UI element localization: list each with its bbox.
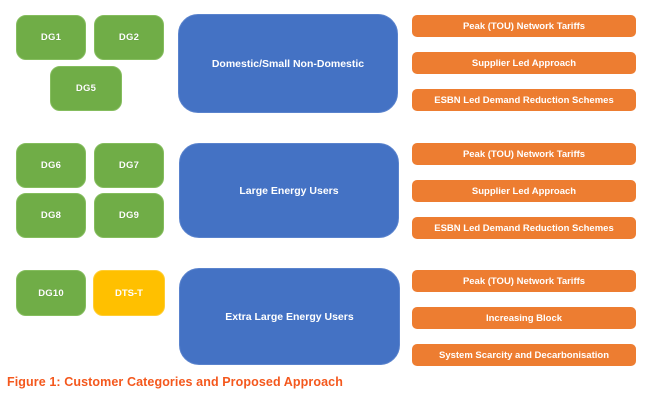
approach-bar-supplier-led-approach: Supplier Led Approach	[412, 52, 636, 74]
dg-box-dg1: DG1	[16, 15, 86, 60]
dg-box-dg9: DG9	[94, 193, 164, 238]
approach-bar-increasing-block: Increasing Block	[412, 307, 636, 329]
dg-box-dg7: DG7	[94, 143, 164, 188]
figure-caption: Figure 1: Customer Categories and Propos…	[7, 375, 343, 389]
dg-box-dg10: DG10	[16, 270, 86, 316]
approach-bar-supplier-led-approach: Supplier Led Approach	[412, 180, 636, 202]
approach-bar-esbn-led-demand-reduction-schemes: ESBN Led Demand Reduction Schemes	[412, 89, 636, 111]
dg-box-dg8: DG8	[16, 193, 86, 238]
dg-box-dg5: DG5	[50, 66, 122, 111]
category-box-extra-large-energy-users: Extra Large Energy Users	[179, 268, 400, 365]
category-box-domestic-small-non-domestic: Domestic/Small Non-Domestic	[178, 14, 398, 113]
approach-bar-peak-tou-network-tariffs: Peak (TOU) Network Tariffs	[412, 143, 636, 165]
approach-bar-peak-tou-network-tariffs: Peak (TOU) Network Tariffs	[412, 270, 636, 292]
dts-t-box: DTS-T	[93, 270, 165, 316]
dg-box-dg2: DG2	[94, 15, 164, 60]
approach-bar-system-scarcity-and-decarbonisation: System Scarcity and Decarbonisation	[412, 344, 636, 366]
dg-box-dg6: DG6	[16, 143, 86, 188]
approach-bar-peak-tou-network-tariffs: Peak (TOU) Network Tariffs	[412, 15, 636, 37]
approach-bar-esbn-led-demand-reduction-schemes: ESBN Led Demand Reduction Schemes	[412, 217, 636, 239]
category-box-large-energy-users: Large Energy Users	[179, 143, 399, 238]
